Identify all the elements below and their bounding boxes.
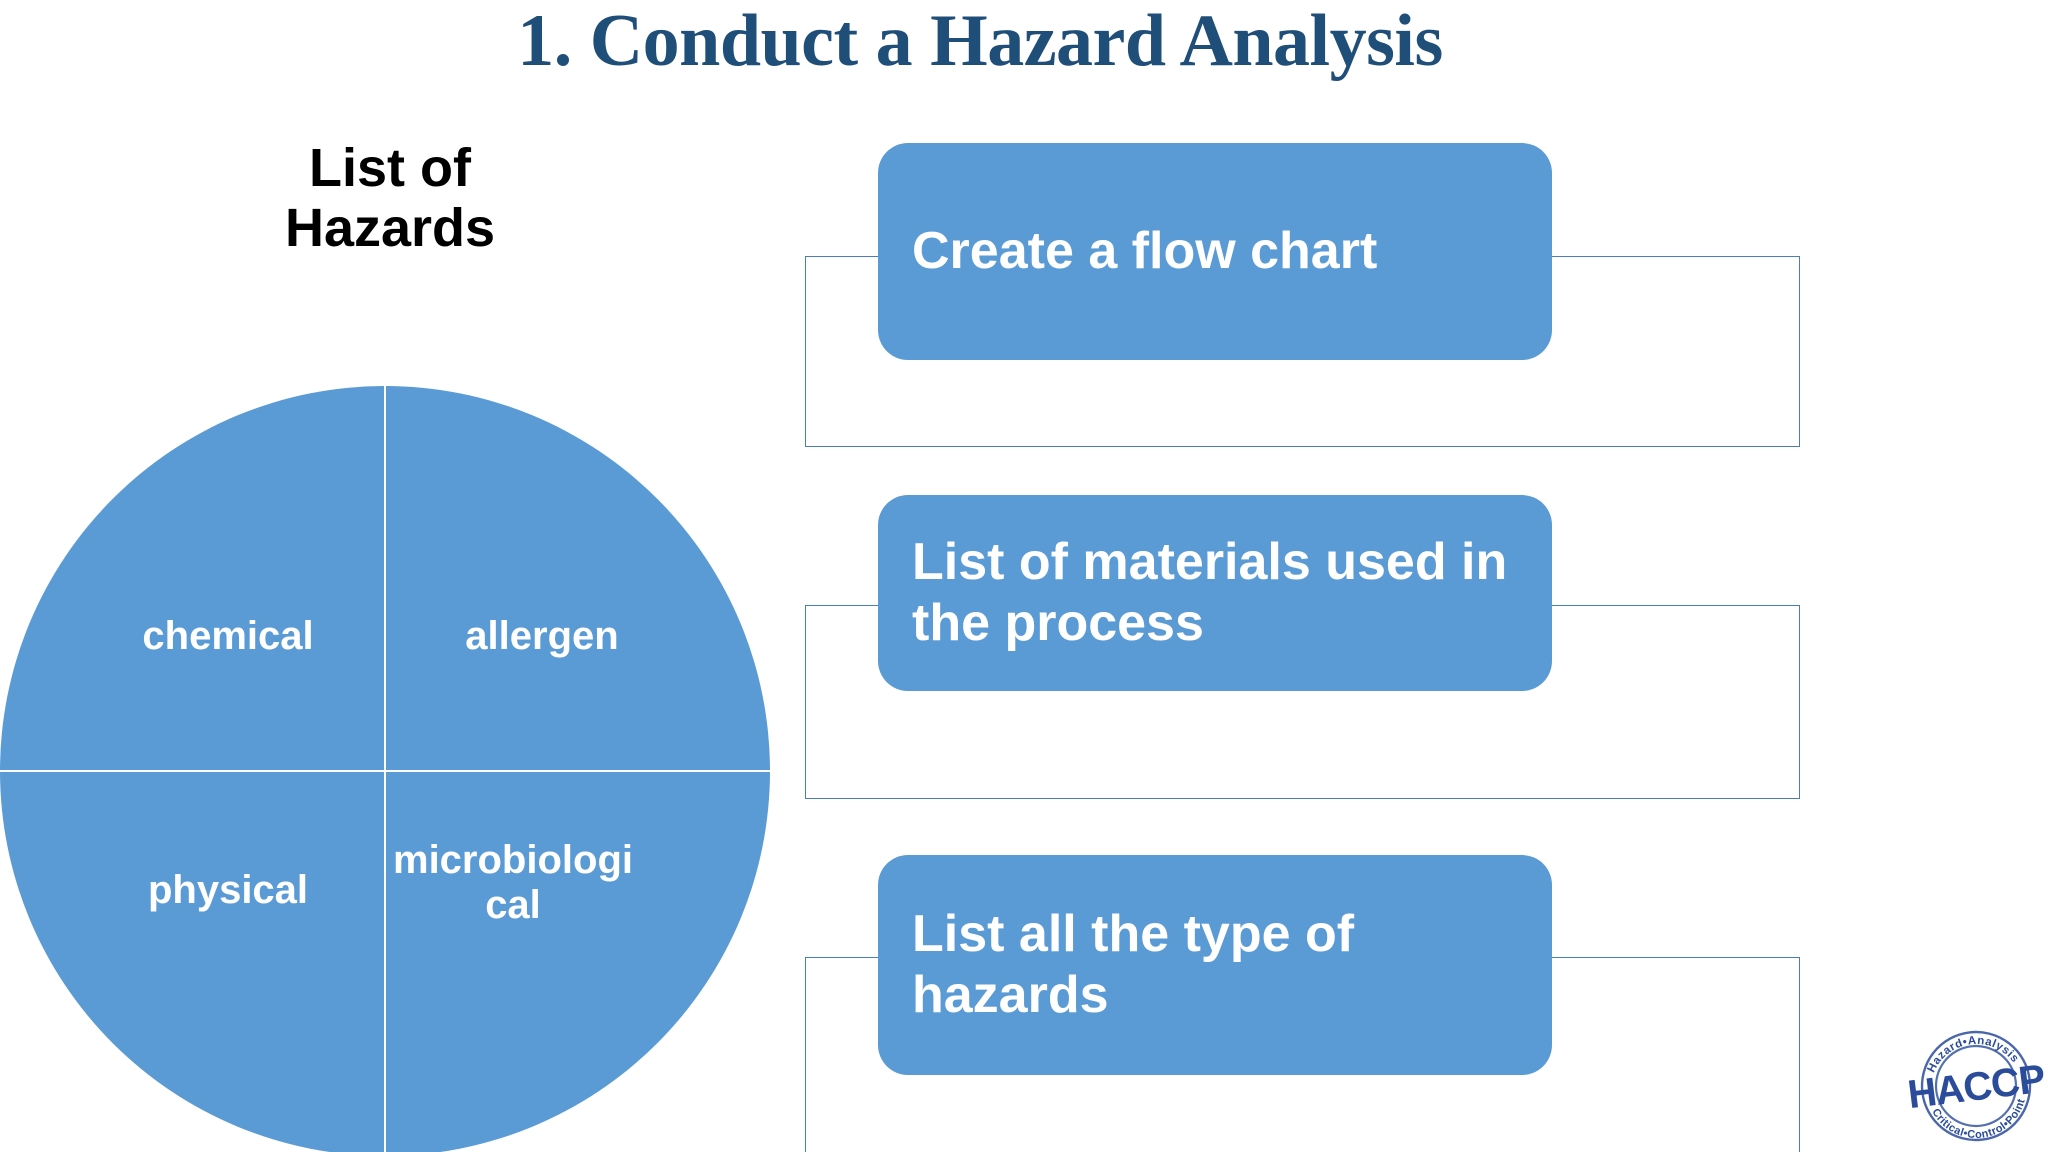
step-box-1-label: Create a flow chart [912, 221, 1378, 280]
step-box-2-label: List of materials used in the process [912, 532, 1508, 652]
pie-slice-label-microbiological: microbiologi cal [393, 838, 633, 927]
pie-slice-label-physical: physical [147, 868, 309, 912]
haccp-stamp-icon: Hazard•Analysis Critical•Control•Point H… [1908, 1020, 2044, 1152]
pie-slice-label-allergen: allergen [465, 614, 619, 658]
hazard-pie-chart: chemical allergen physical microbiologi … [0, 386, 770, 1152]
step-box-1[interactable]: Create a flow chart [878, 143, 1552, 360]
pie-slice-label-chemical: chemical [142, 614, 314, 658]
step-box-2[interactable]: List of materials used in the process [878, 495, 1552, 691]
step-box-3-label: List all the type of hazards [912, 904, 1355, 1024]
pie-divider-vertical [384, 386, 386, 1152]
pie-divider-horizontal [0, 770, 770, 772]
hazard-list-heading: List of Hazards [150, 138, 630, 259]
hazard-list-heading-line1: List of [309, 138, 471, 198]
step-box-3[interactable]: List all the type of hazards [878, 855, 1552, 1075]
page-title: 1. Conduct a Hazard Analysis [517, 0, 1443, 82]
hazard-list-heading-line2: Hazards [284, 198, 496, 259]
